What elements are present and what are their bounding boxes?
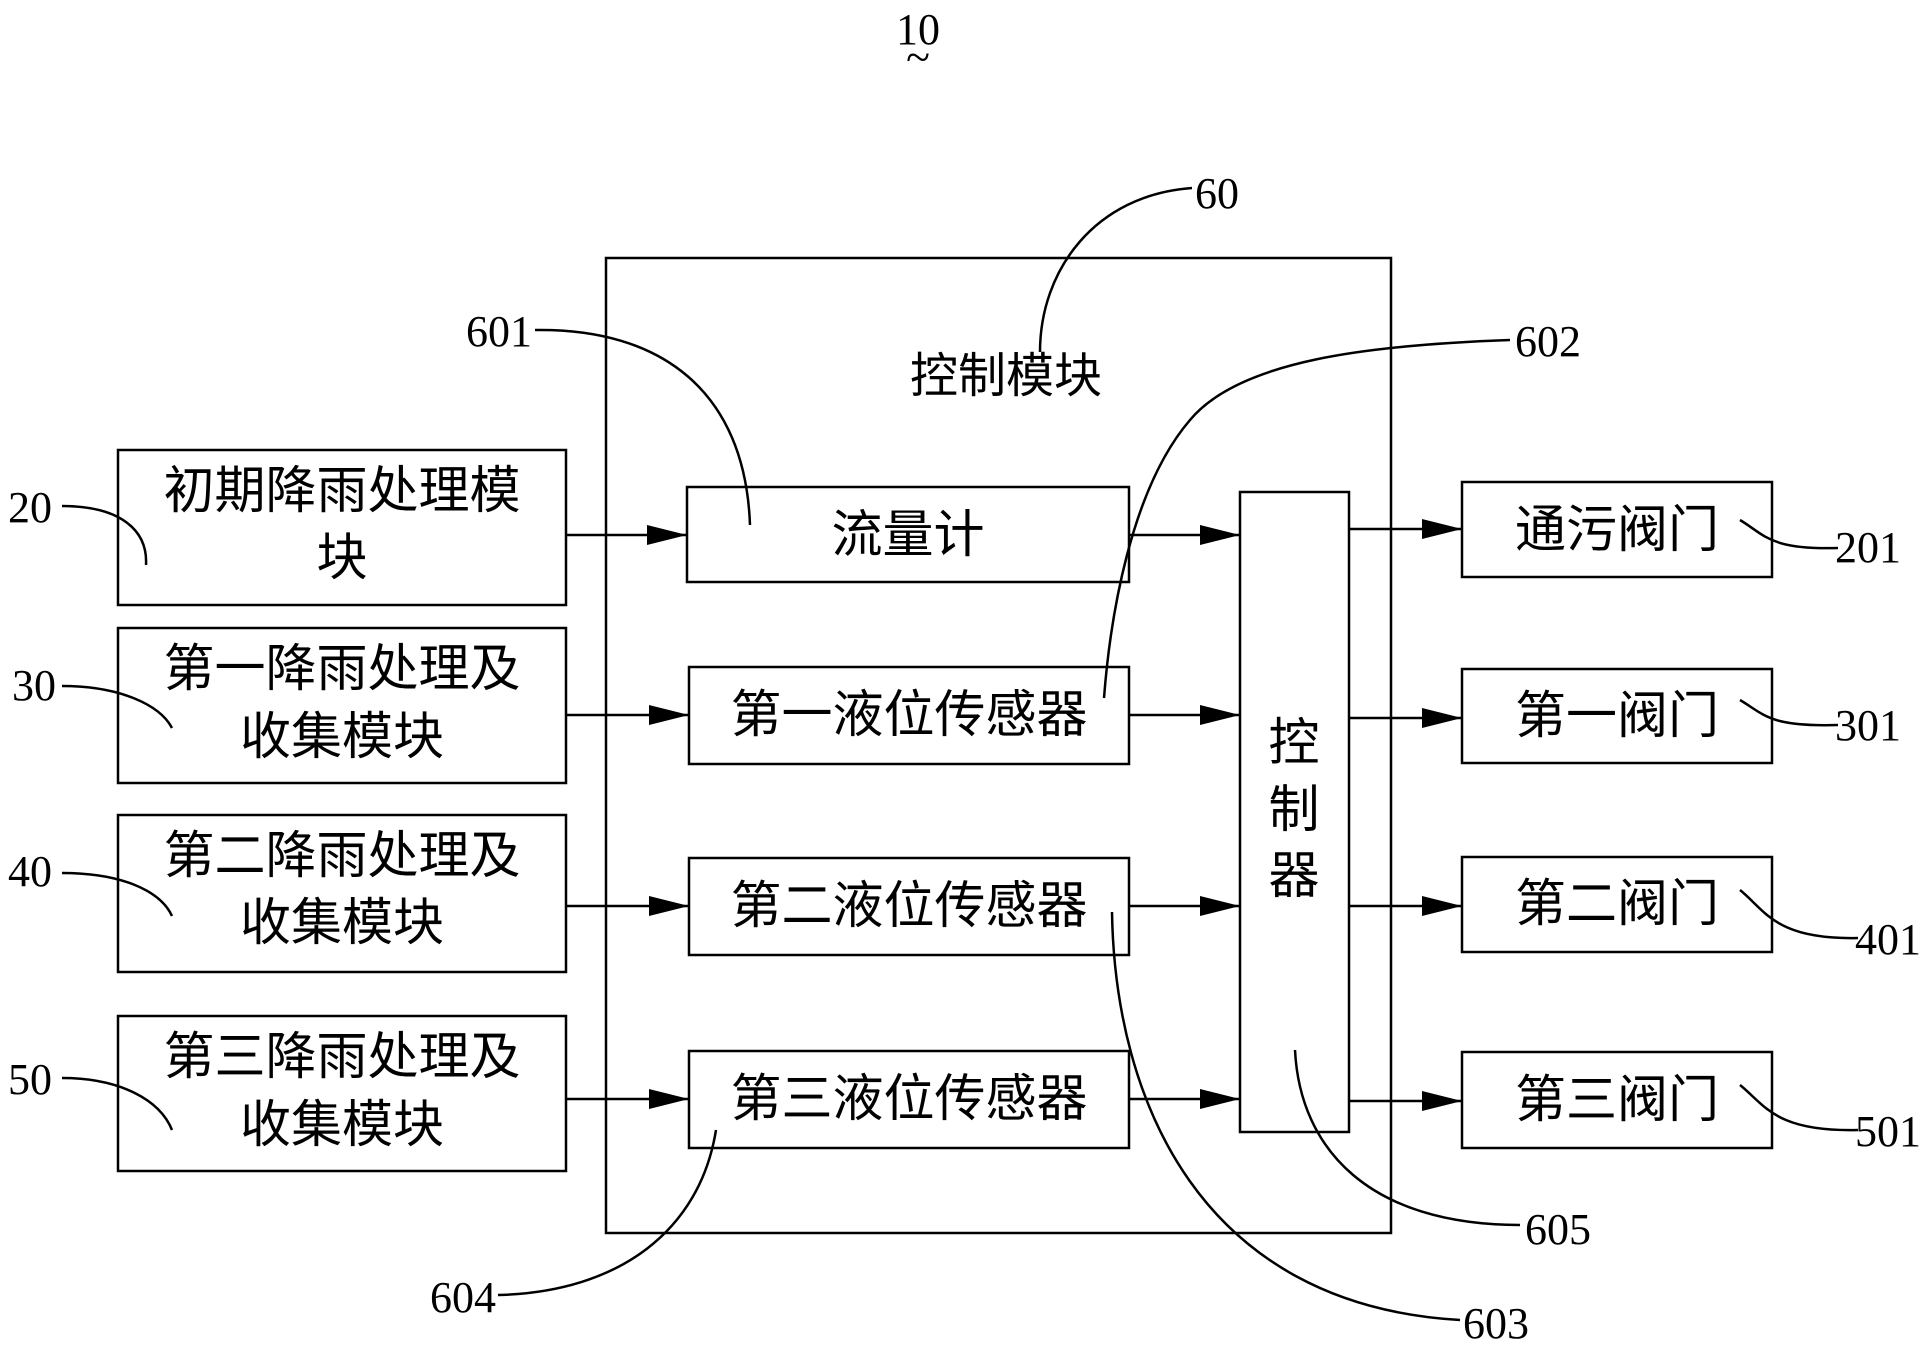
sensor-604: 第三液位传感器 604 bbox=[430, 1049, 1131, 1322]
input-module-line2: 收集模块 bbox=[240, 894, 444, 953]
input-module-line1: 第一降雨处理及 bbox=[163, 640, 520, 699]
sensor-label: 第二液位传感器 bbox=[730, 877, 1087, 936]
sensor-ref: 602 bbox=[1515, 317, 1581, 366]
controller-leader bbox=[1293, 1049, 1521, 1227]
valve-401: 第二阀门 401 bbox=[1460, 855, 1921, 964]
valve-leader bbox=[1739, 1084, 1859, 1132]
controller-char-2: 制 bbox=[1268, 781, 1319, 840]
sensor-box bbox=[687, 665, 1131, 766]
valve-box bbox=[1460, 855, 1774, 954]
input-module-line1: 第二降雨处理及 bbox=[163, 827, 520, 886]
valve-ref: 301 bbox=[1835, 701, 1901, 750]
valve-label: 第二阀门 bbox=[1515, 875, 1719, 934]
control-module-ref: 60 bbox=[1195, 169, 1239, 218]
valve-ref: 201 bbox=[1835, 523, 1901, 572]
valve-leader bbox=[1739, 518, 1839, 550]
valve-leader bbox=[1739, 889, 1859, 940]
input-module-line2: 块 bbox=[316, 529, 367, 588]
input-module-box bbox=[116, 1014, 568, 1173]
input-module-box bbox=[116, 626, 568, 785]
input-module-ref: 50 bbox=[8, 1055, 52, 1104]
figure-number: 10 bbox=[896, 5, 940, 54]
valve-label: 第三阀门 bbox=[1515, 1071, 1719, 1130]
figure-tilde: ~ bbox=[906, 33, 930, 82]
sensor-box bbox=[687, 1049, 1131, 1150]
sensor-ref: 604 bbox=[430, 1273, 496, 1322]
input-module-line2: 收集模块 bbox=[240, 708, 444, 767]
sensor-603: 第二液位传感器 603 bbox=[687, 856, 1529, 1347]
sensor-602: 第一液位传感器 602 bbox=[687, 317, 1581, 766]
input-module-line1: 初期降雨处理模 bbox=[163, 462, 520, 521]
valve-label: 通污阀门 bbox=[1515, 501, 1719, 560]
valve-box bbox=[1460, 667, 1774, 765]
input-module-leader bbox=[61, 684, 174, 729]
sensor-ref: 603 bbox=[1463, 1299, 1529, 1342]
sensor-label: 第三液位传感器 bbox=[730, 1070, 1087, 1129]
controller: 控 制 器 605 bbox=[1238, 490, 1591, 1254]
valve-ref: 401 bbox=[1855, 915, 1921, 964]
input-module-ref: 20 bbox=[8, 483, 52, 532]
input-module-ref: 40 bbox=[8, 847, 52, 896]
valve-501: 第三阀门 501 bbox=[1460, 1050, 1921, 1156]
input-module-leader bbox=[61, 504, 148, 566]
input-module-30: 第一降雨处理及 收集模块 30 bbox=[12, 626, 568, 785]
valve-301: 第一阀门 301 bbox=[1460, 667, 1901, 765]
sensor-label: 第一液位传感器 bbox=[730, 686, 1087, 745]
input-module-line1: 第三降雨处理及 bbox=[163, 1028, 520, 1087]
valve-201: 通污阀门 201 bbox=[1460, 480, 1901, 579]
input-module-20: 初期降雨处理模 块 20 bbox=[8, 448, 568, 607]
input-module-ref: 30 bbox=[12, 661, 56, 710]
sensor-leader bbox=[1102, 338, 1511, 699]
input-module-leader bbox=[61, 1076, 174, 1131]
input-module-line2: 收集模块 bbox=[240, 1096, 444, 1155]
valve-leader bbox=[1739, 698, 1839, 727]
sensor-leader bbox=[534, 328, 752, 526]
controller-box bbox=[1238, 490, 1351, 1134]
sensor-ref: 601 bbox=[466, 307, 532, 356]
input-module-box bbox=[116, 813, 568, 974]
sensor-601: 流量计 601 bbox=[466, 307, 1131, 584]
controller-char-1: 控 bbox=[1268, 714, 1319, 773]
sensor-label: 流量计 bbox=[831, 506, 984, 565]
input-module-40: 第二降雨处理及 收集模块 40 bbox=[8, 813, 568, 974]
sensor-leader bbox=[497, 1129, 718, 1297]
valve-box bbox=[1460, 1050, 1774, 1150]
sensor-box bbox=[687, 856, 1131, 957]
valve-label: 第一阀门 bbox=[1515, 687, 1719, 746]
input-module-box bbox=[116, 448, 568, 607]
input-module-leader bbox=[61, 871, 174, 917]
valve-ref: 501 bbox=[1855, 1107, 1921, 1156]
controller-ref: 605 bbox=[1525, 1205, 1591, 1254]
controller-char-3: 器 bbox=[1268, 847, 1319, 906]
input-module-50: 第三降雨处理及 收集模块 50 bbox=[8, 1014, 568, 1173]
control-module-label: 控制模块 bbox=[910, 348, 1102, 404]
sensor-box bbox=[685, 485, 1131, 584]
control-module-leader bbox=[1038, 186, 1193, 353]
sensor-leader bbox=[1110, 911, 1461, 1322]
